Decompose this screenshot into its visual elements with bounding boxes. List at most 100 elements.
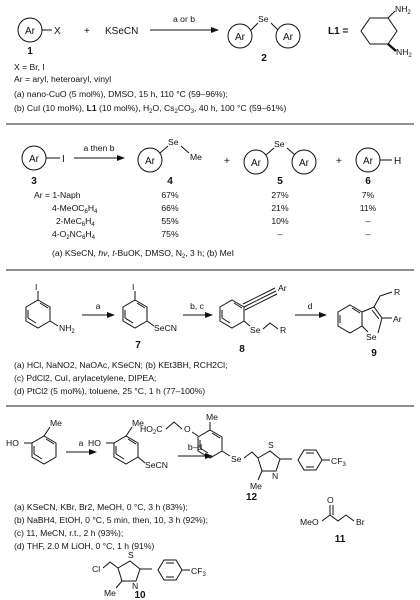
me-label: Me: [250, 481, 262, 491]
compound-5: 5: [277, 176, 283, 187]
arrow-label: a: [96, 301, 101, 311]
condition-b: (b) CuI (10 mol%), L1 (10 mol%), H2O, Cs…: [14, 103, 286, 115]
condition-d: (d) THF, 2.0 M LiOH, 0 °C, 1 h (91%): [14, 541, 154, 551]
me-label: Me: [50, 418, 62, 428]
r-label: R: [280, 325, 286, 335]
ar-label: Ar: [363, 156, 374, 167]
o-label: O: [184, 424, 191, 434]
secn-label: SeCN: [145, 460, 168, 470]
compound-2: 2: [261, 53, 267, 64]
compound-12: 12: [246, 492, 258, 503]
compound-6: 6: [365, 176, 371, 187]
plus-sign: +: [84, 26, 90, 37]
cf3-label: CF3: [331, 456, 346, 468]
ar-label: Ar: [251, 158, 262, 169]
plus-sign: +: [224, 156, 230, 167]
nh2-label: NH2: [396, 47, 412, 59]
ligand-label: L1 =: [328, 26, 348, 37]
benzene-ring: [219, 299, 245, 329]
ar-ring: [243, 149, 269, 175]
benzene-ring: [337, 304, 363, 334]
benzene-ring: [197, 429, 223, 459]
ar-label: Ar: [145, 156, 156, 167]
me-label: Me: [206, 412, 218, 422]
me-label: Me: [190, 152, 202, 162]
condition-a: (a) HCl, NaNO2, NaOAc, KSeCN; (b) KEt3BH…: [14, 360, 227, 370]
arrow-label: b, c: [190, 301, 205, 311]
benzene-ring: [113, 435, 139, 465]
reagent-kseCN: KSeCN: [105, 26, 138, 37]
iodo-label: I: [35, 282, 37, 292]
cyclohexane-ring: [360, 17, 398, 45]
ar-ring: [137, 147, 163, 173]
table-row-label: 4-O2NC6H4: [52, 229, 96, 241]
table-row-label: 4-MeOC6H4: [52, 203, 98, 215]
ar-label: Ar: [299, 158, 310, 169]
compound-1: 1: [27, 46, 33, 57]
table-row-label: 2-MeC6H4: [56, 216, 95, 228]
se-label: Se: [258, 14, 269, 24]
arrow-label: d: [308, 301, 313, 311]
me-label: Me: [132, 418, 144, 428]
se-label: Se: [274, 139, 285, 149]
panel-3: I NH2 a I SeCN 7 b, c Ar Se R 8 d: [14, 282, 402, 396]
ar-definition: Ar = aryl, heteroaryl, vinyl: [14, 74, 111, 84]
se-label: Se: [366, 332, 377, 342]
ar-label: Ar: [25, 26, 36, 37]
iodo-label: I: [132, 282, 134, 292]
compound-7: 7: [135, 340, 141, 351]
ar-label: Ar: [278, 283, 287, 293]
n-label: N: [272, 471, 278, 481]
yield-5: 10%: [271, 216, 289, 226]
ar-label: Ar: [393, 314, 402, 324]
arrow-label: a then b: [83, 143, 114, 153]
nh2-label: NH2: [59, 323, 75, 335]
benzene-ring: [122, 299, 148, 329]
se-label: Se: [250, 325, 261, 335]
condition-b: (b) NaBH4, EtOH, 0 °C, 5 min, then, 10, …: [14, 515, 208, 525]
yield-4: 67%: [161, 190, 179, 200]
thiazole-ring: [257, 450, 281, 472]
yield-6: 7%: [362, 190, 375, 200]
nh2-label: NH2: [395, 4, 411, 16]
panel-1: Ar X 1 + KSeCN a or b Ar Se Ar 2 L1 = NH…: [14, 4, 412, 115]
condition-a: (a) nano-CuO (5 mol%), DMSO, 15 h, 110 °…: [14, 89, 228, 99]
me-label: Me: [104, 588, 116, 598]
h-label: H: [394, 156, 401, 167]
yield-6: –: [366, 229, 371, 239]
ho2c-label: HO2C: [140, 424, 162, 436]
x-definition: X = Br, I: [14, 62, 45, 72]
yield-table: Ar = 1-Naph 67% 27% 7% 4-MeOC6H4 66% 21%…: [34, 190, 377, 241]
conditions-text: (a) KSeCN, hν, t-BuOK, DMSO, N2, 3 h; (b…: [52, 248, 234, 260]
alkyne-bond: [243, 290, 277, 308]
s-label: S: [128, 550, 134, 560]
table-row-label: Ar = 1-Naph: [34, 190, 81, 200]
thiazole-ring: [117, 560, 141, 582]
r-label: R: [394, 287, 400, 297]
ar-label: Ar: [235, 32, 246, 43]
ar-label: Ar: [29, 154, 40, 165]
yield-4: 66%: [161, 203, 179, 213]
compound-10: 10: [134, 590, 146, 600]
compound-11: 11: [335, 534, 346, 545]
compound-3: 3: [31, 176, 37, 187]
secn-label: SeCN: [154, 323, 177, 333]
benzene-ring: [297, 449, 323, 471]
ho-label: HO: [88, 438, 101, 448]
ar-label: Ar: [283, 32, 294, 43]
yield-5: –: [278, 229, 283, 239]
benzene-ring: [31, 435, 57, 465]
se-label: Se: [168, 137, 179, 147]
yield-4: 55%: [161, 216, 179, 226]
ar-ring: [275, 23, 301, 49]
yield-5: 27%: [271, 190, 289, 200]
condition-a: (a) KSeCN, KBr, Br2, MeOH, 0 °C, 3 h (83…: [14, 502, 188, 512]
meo-label: MeO: [300, 517, 319, 527]
compound-4: 4: [167, 176, 173, 187]
ho-label: HO: [6, 438, 19, 448]
se-label: Se: [231, 454, 242, 464]
cf3-label: CF3: [191, 566, 206, 578]
benzene-ring: [25, 299, 51, 329]
